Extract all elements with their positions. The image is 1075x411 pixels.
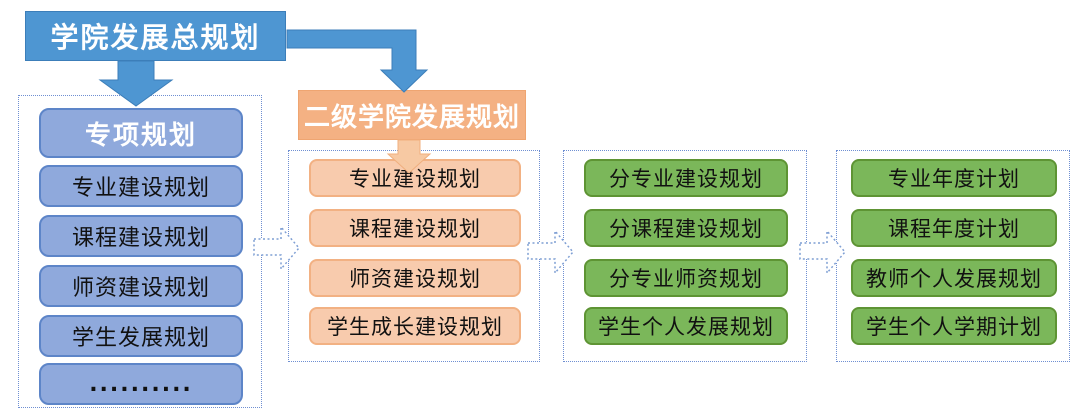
node-secondary-item: 学生成长建设规划: [309, 307, 521, 345]
node-secondary-college-plan: 二级学院发展规划: [298, 90, 526, 140]
node-annual-item: 专业年度计划: [851, 159, 1057, 197]
node-special-item-ellipsis: ..........: [39, 363, 243, 405]
node-special-plans-header: 专项规划: [39, 108, 243, 158]
node-per-major-item: 分课程建设规划: [584, 209, 788, 247]
node-per-major-item: 学生个人发展规划: [584, 307, 788, 345]
group-annual-plans: 专业年度计划 课程年度计划 教师个人发展规划 学生个人学期计划: [836, 150, 1070, 362]
group-secondary-college-plans: 专业建设规划 课程建设规划 师资建设规划 学生成长建设规划: [288, 150, 540, 362]
node-special-item: 课程建设规划: [39, 215, 243, 257]
node-per-major-item: 分专业师资规划: [584, 259, 788, 297]
node-secondary-item: 专业建设规划: [309, 159, 521, 197]
node-special-item: 专业建设规划: [39, 165, 243, 207]
node-annual-item: 学生个人学期计划: [851, 307, 1057, 345]
node-special-item: 师资建设规划: [39, 265, 243, 307]
group-special-plans: 专项规划 专业建设规划 课程建设规划 师资建设规划 学生发展规划 .......…: [18, 95, 262, 408]
node-per-major-item: 分专业建设规划: [584, 159, 788, 197]
node-college-master-plan: 学院发展总规划: [25, 11, 286, 61]
elbow-arrow-icon: [286, 29, 429, 93]
node-special-item: 学生发展规划: [39, 315, 243, 357]
group-per-major-plans: 分专业建设规划 分课程建设规划 分专业师资规划 学生个人发展规划: [563, 150, 807, 362]
node-annual-item: 教师个人发展规划: [851, 259, 1057, 297]
node-secondary-item: 课程建设规划: [309, 209, 521, 247]
node-secondary-item: 师资建设规划: [309, 259, 521, 297]
node-annual-item: 课程年度计划: [851, 209, 1057, 247]
